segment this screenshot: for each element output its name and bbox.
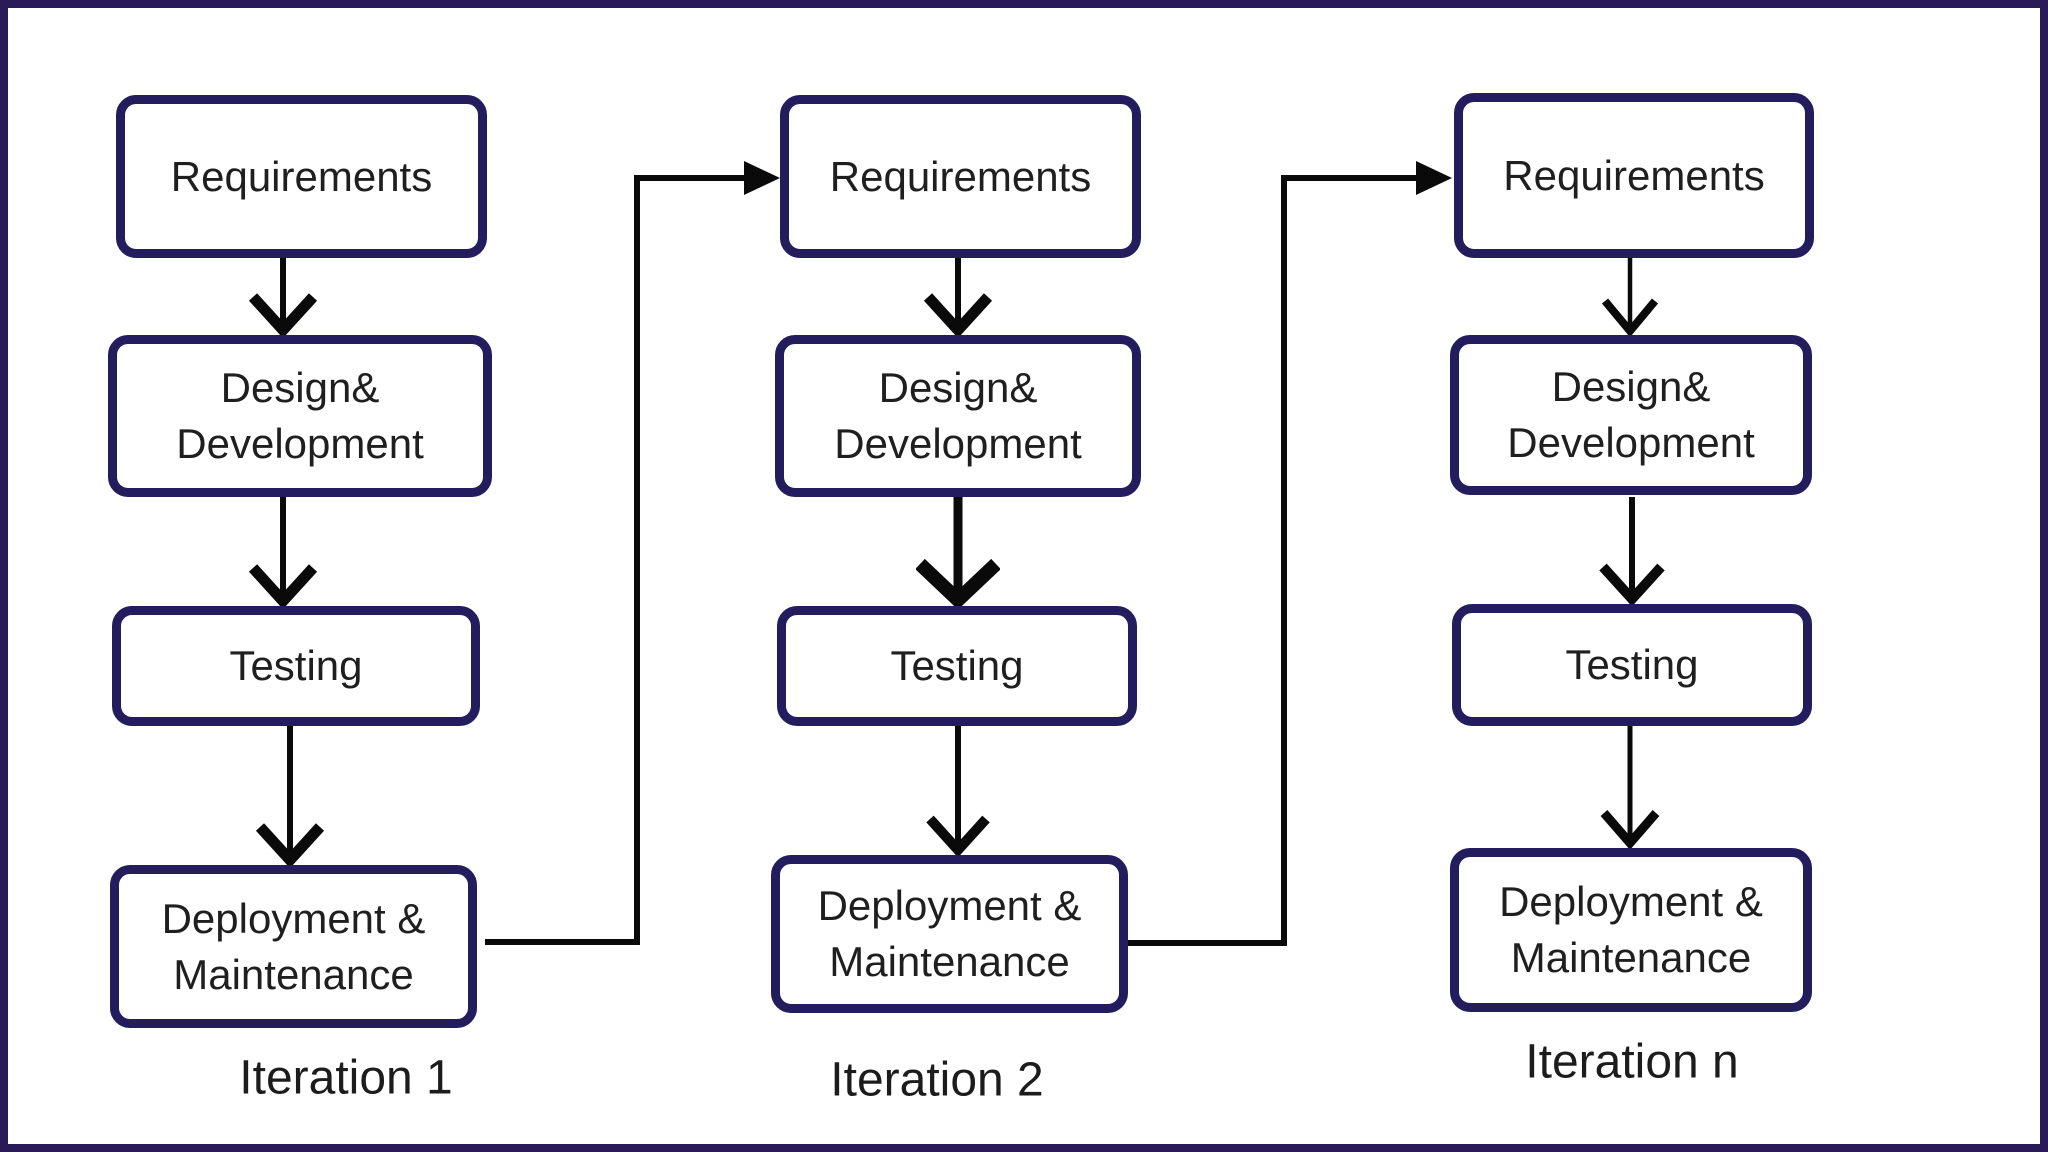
iteration-1-label: Iteration 1 — [239, 1051, 453, 1105]
iteration-n-label: Iteration n — [1525, 1035, 1739, 1089]
node-label-line: Testing — [890, 642, 1024, 689]
node-label-line: Requirements — [829, 152, 1092, 200]
node-label-line: Requirements — [1503, 151, 1765, 199]
node-iterationN-deployment-maintenance: Deployment & Maintenance — [1450, 848, 1812, 1012]
connector-line — [485, 939, 640, 945]
node-label-line: Development — [176, 420, 424, 467]
node-iterationN-requirements: Requirements — [1454, 93, 1814, 258]
arrow-down-icon — [916, 497, 1000, 606]
arrow-down-icon — [255, 726, 325, 865]
node-label-line: Testing — [229, 642, 363, 689]
node-label-line: Design& — [1551, 363, 1711, 410]
node-iteration2-design-development: Design& Development — [775, 335, 1141, 497]
iteration-2-label: Iteration 2 — [830, 1053, 1044, 1107]
node-iterationN-testing: Testing — [1452, 604, 1812, 726]
arrow-down-icon — [248, 258, 318, 335]
node-iteration1-requirements: Requirements — [116, 95, 487, 258]
node-label-line: Development — [834, 420, 1082, 467]
node-label-line: Deployment & — [161, 894, 426, 942]
node-label-line: Deployment & — [817, 882, 1082, 929]
node-iteration2-requirements: Requirements — [780, 95, 1141, 258]
node-label-line: Requirements — [170, 152, 433, 200]
node-iterationN-design-development: Design& Development — [1450, 335, 1812, 495]
arrow-down-icon — [926, 726, 990, 855]
node-iteration2-testing: Testing — [777, 606, 1137, 726]
node-label-line: Development — [1507, 419, 1755, 466]
node-label-line: Maintenance — [829, 938, 1070, 985]
node-label-line: Design& — [220, 364, 380, 411]
arrow-down-icon — [923, 258, 993, 335]
connector-line — [1281, 175, 1287, 946]
connector-line — [1281, 175, 1416, 181]
node-label-line: Testing — [1565, 641, 1699, 688]
arrow-down-icon — [1601, 258, 1659, 335]
node-iteration1-deployment-maintenance: Deployment & Maintenance — [110, 865, 477, 1028]
arrow-down-icon — [248, 497, 318, 606]
connector-line — [1128, 940, 1287, 946]
node-label-line: Design& — [878, 364, 1038, 411]
arrow-down-icon — [1599, 497, 1665, 604]
node-label-line: Maintenance — [1510, 934, 1752, 981]
connector-line — [634, 175, 640, 945]
connector-line — [634, 175, 744, 181]
node-iteration1-testing: Testing — [112, 606, 480, 726]
node-iteration2-deployment-maintenance: Deployment & Maintenance — [771, 855, 1128, 1013]
node-label-line: Deployment & — [1499, 878, 1763, 925]
arrow-down-icon — [1600, 726, 1660, 848]
node-iteration1-design-development: Design& Development — [108, 335, 492, 497]
node-label-line: Maintenance — [173, 950, 414, 998]
arrow-right-icon — [1416, 161, 1452, 195]
arrow-right-icon — [744, 161, 780, 195]
